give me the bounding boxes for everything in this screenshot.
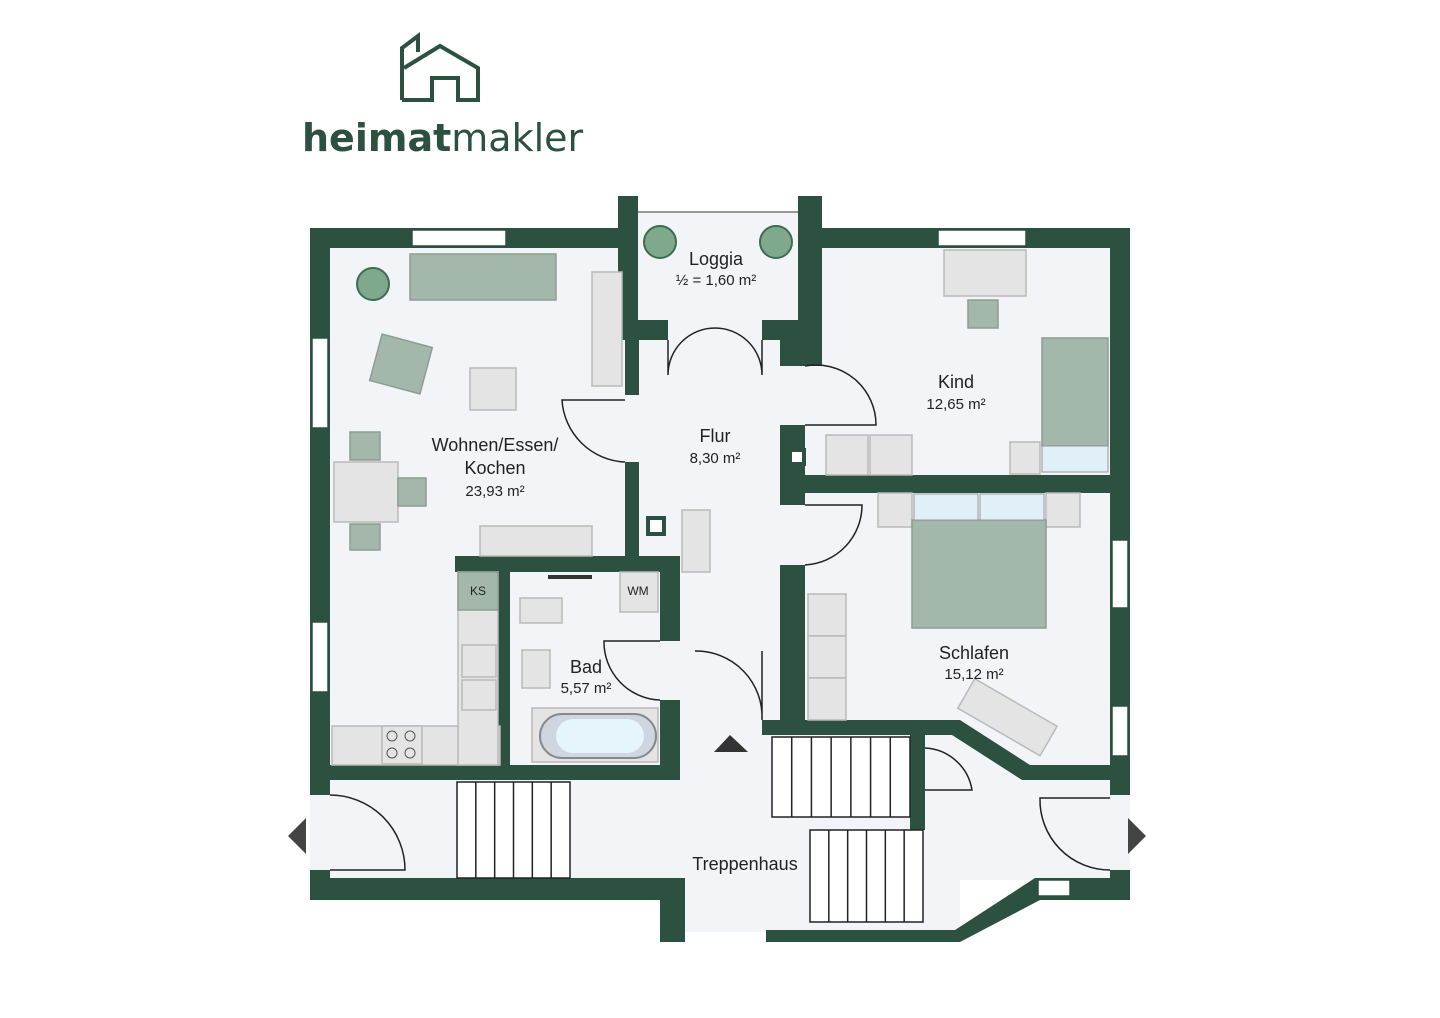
- stairs: [456, 736, 924, 923]
- plant-icon: [356, 267, 390, 301]
- room-name-bad: Bad: [570, 657, 602, 677]
- logo-text-light: makler: [451, 116, 583, 160]
- room-area-schlafen: 15,12 m²: [944, 666, 1003, 683]
- entry-arrow-icon: [1128, 818, 1146, 854]
- room-area-kind: 12,65 m²: [926, 396, 985, 413]
- svg-text:heimatmakler: heimatmakler: [302, 116, 584, 160]
- room-name-flur: Flur: [700, 426, 731, 446]
- logo: heimatmakler: [302, 32, 584, 160]
- plant-icon: [759, 225, 793, 259]
- room-area-bad: 5,57 m²: [561, 680, 612, 697]
- room-name-loggia: Loggia: [689, 249, 744, 269]
- fridge-label: KS: [470, 584, 486, 598]
- room-name-kind: Kind: [938, 372, 974, 392]
- room-area-loggia: ½ = 1,60 m²: [676, 272, 756, 289]
- bathtub-icon: [531, 707, 659, 763]
- entry-arrow-icon: [288, 818, 306, 854]
- stair-flight: [771, 736, 911, 818]
- room-name-treppenhaus: Treppenhaus: [692, 854, 797, 874]
- room-area-flur: 8,30 m²: [690, 450, 741, 467]
- stove-icon: [381, 725, 423, 765]
- house-logo-icon: [400, 32, 480, 102]
- room-labels: Loggia ½ = 1,60 m² Wohnen/Essen/ Kochen …: [432, 249, 1009, 874]
- room-area-wohnen: 23,93 m²: [465, 483, 524, 500]
- doors: [288, 327, 1146, 871]
- plant-icon: [643, 225, 677, 259]
- room-name-wohnen-1: Wohnen/Essen/: [432, 435, 559, 455]
- up-arrow-icon: [714, 735, 748, 752]
- room-name-schlafen: Schlafen: [939, 643, 1009, 663]
- washer-label: WM: [627, 584, 648, 598]
- windows: [311, 211, 1129, 897]
- logo-text-bold: heimat: [302, 116, 451, 160]
- furniture: [331, 249, 1109, 766]
- room-name-wohnen-2: Kochen: [464, 458, 525, 478]
